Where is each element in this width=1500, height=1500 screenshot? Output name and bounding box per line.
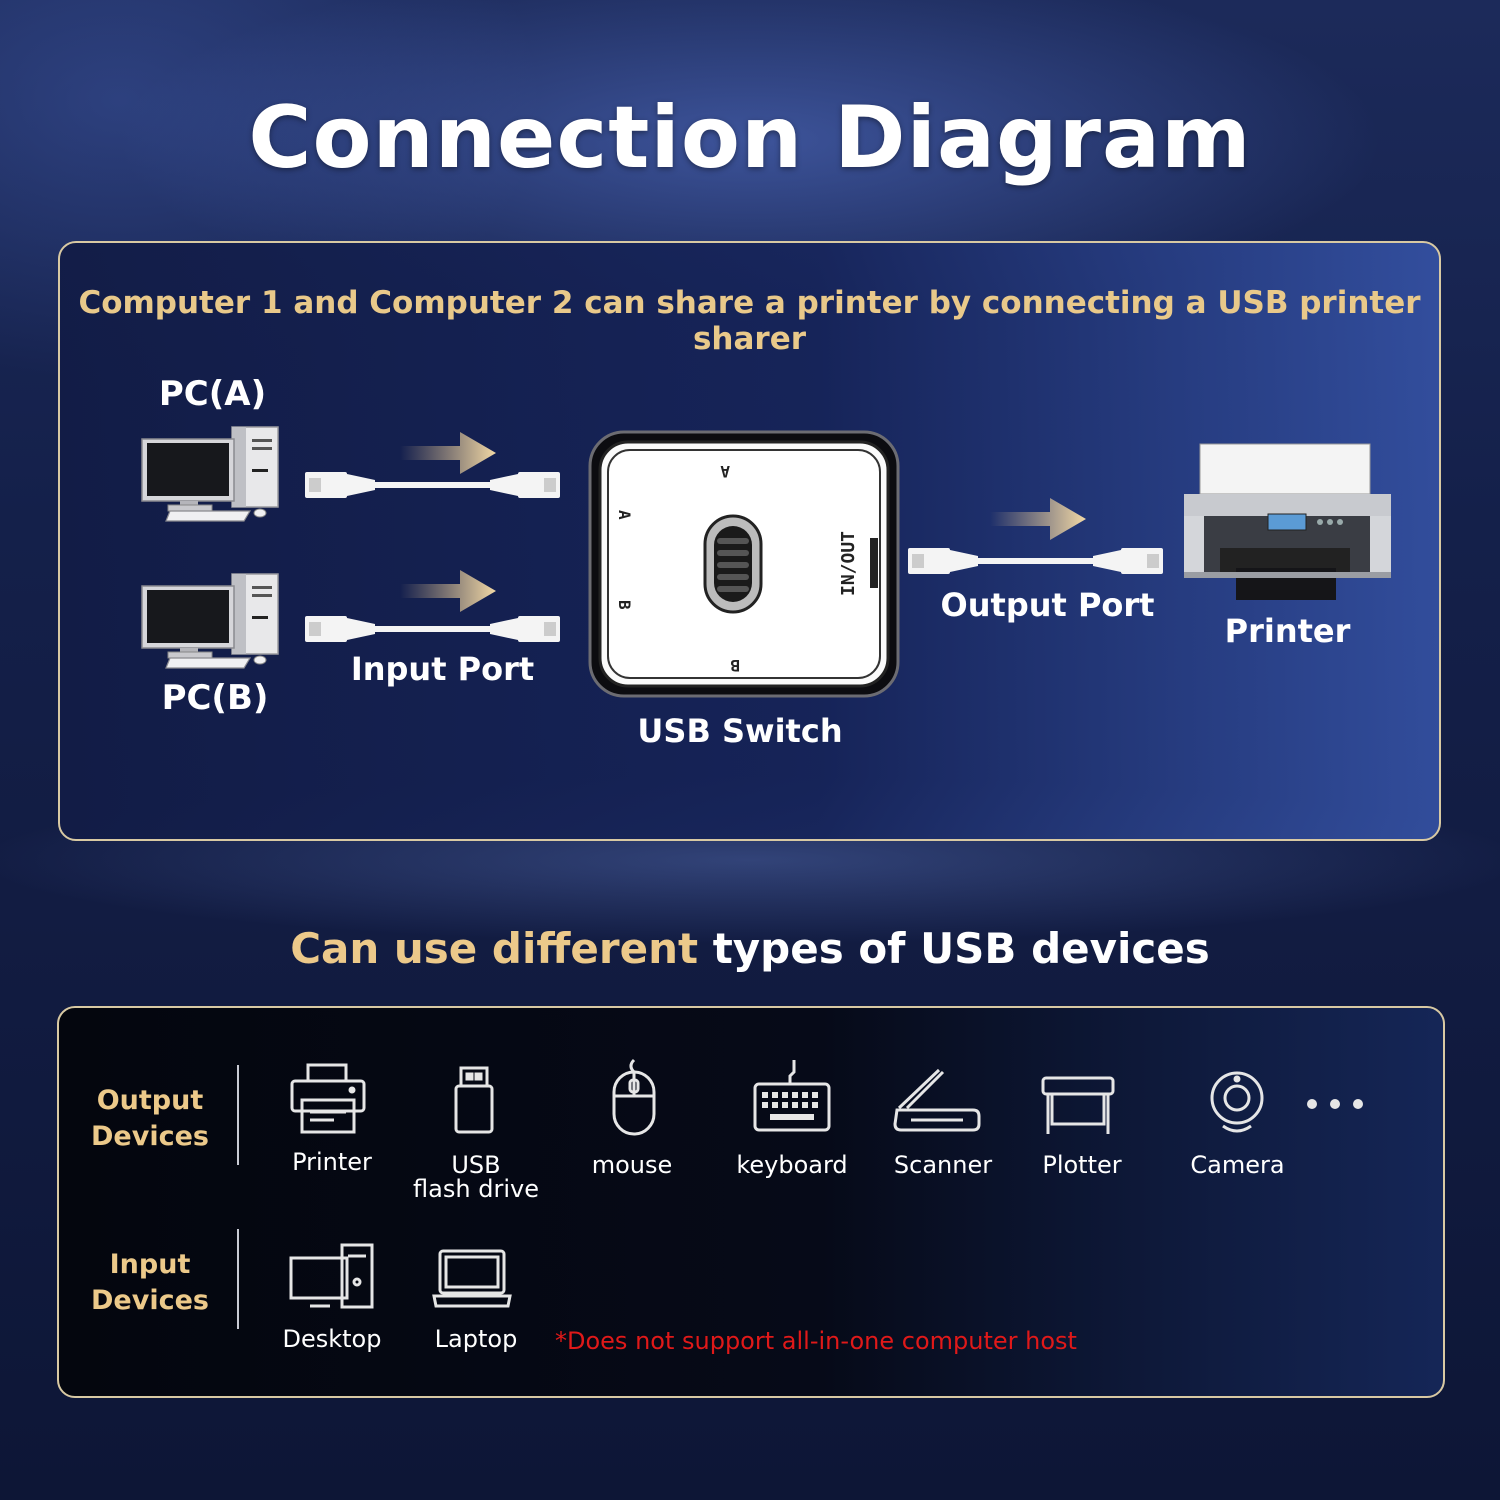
- switch-mark-in-out: IN/OUT: [838, 531, 859, 596]
- device-label-camera: Camera: [1190, 1151, 1285, 1179]
- input-port-label: Input Port: [350, 650, 535, 688]
- laptop-icon: [432, 1248, 512, 1310]
- output-category-line2: Devices: [91, 1121, 209, 1152]
- pc-b-label: PC(B): [161, 678, 269, 718]
- switch-mark-b-bottom: B: [730, 656, 740, 675]
- devices-section-title: Can use different types of USB devices: [0, 924, 1500, 973]
- divider: [237, 1229, 239, 1329]
- switch-mark-a-left: A: [615, 510, 634, 520]
- more-dots-icon: [1304, 1096, 1366, 1112]
- device-label-usb-line1: USB: [451, 1151, 501, 1179]
- input-devices-category: Input Devices: [65, 1247, 235, 1319]
- input-category-line1: Input: [109, 1249, 191, 1280]
- device-label-keyboard: keyboard: [736, 1151, 848, 1179]
- devices-title-part-gold-2: different: [491, 924, 699, 973]
- desktop-icon: [288, 1242, 376, 1312]
- usb-cable-icon: [305, 468, 560, 502]
- device-label-usb-flash-drive: USB flash drive: [405, 1153, 547, 1201]
- usb-cable-icon: [305, 612, 560, 646]
- usb-flash-drive-icon: [452, 1066, 498, 1136]
- pc-b-computer-icon: [140, 572, 285, 672]
- divider: [237, 1065, 239, 1165]
- device-label-printer: Printer: [292, 1148, 372, 1176]
- scanner-icon: [893, 1066, 981, 1136]
- arrow-right-icon: [990, 496, 1090, 542]
- keyboard-icon: [752, 1058, 832, 1134]
- switch-mark-a-top: A: [720, 462, 730, 481]
- usb-switch-label: USB Switch: [637, 712, 843, 750]
- device-label-scanner: Scanner: [893, 1151, 993, 1179]
- compatibility-note: *Does not support all-in-one computer ho…: [555, 1327, 1077, 1355]
- mouse-icon: [608, 1058, 660, 1138]
- camera-icon: [1207, 1066, 1267, 1138]
- pc-a-label: PC(A): [158, 374, 267, 414]
- device-label-laptop: Laptop: [434, 1325, 518, 1353]
- printer-icon: [288, 1062, 368, 1136]
- usb-switch-icon: A A B B IN/OUT: [588, 430, 900, 698]
- page-title: Connection Diagram: [248, 88, 1252, 188]
- output-devices-category: Output Devices: [65, 1083, 235, 1155]
- plotter-icon: [1040, 1074, 1116, 1138]
- arrow-right-icon: [400, 568, 500, 614]
- device-label-desktop: Desktop: [282, 1325, 382, 1353]
- pc-a-computer-icon: [140, 425, 285, 525]
- output-category-line1: Output: [96, 1085, 204, 1116]
- device-label-usb-line2: flash drive: [413, 1175, 539, 1203]
- arrow-right-icon: [400, 430, 500, 476]
- device-label-plotter: Plotter: [1042, 1151, 1122, 1179]
- device-label-mouse: mouse: [591, 1151, 673, 1179]
- devices-title-part-white: types of USB devices: [698, 924, 1210, 973]
- printer-label: Printer: [1224, 612, 1351, 650]
- printer-photo-icon: [1180, 440, 1395, 605]
- diagram-subtitle: Computer 1 and Computer 2 can share a pr…: [78, 285, 1421, 357]
- devices-panel: [57, 1006, 1445, 1398]
- devices-title-part-gold: Can use: [290, 924, 492, 973]
- usb-cable-icon: [908, 544, 1163, 578]
- input-category-line2: Devices: [91, 1285, 209, 1316]
- output-port-label: Output Port: [940, 586, 1155, 624]
- switch-mark-b-left: B: [615, 600, 634, 610]
